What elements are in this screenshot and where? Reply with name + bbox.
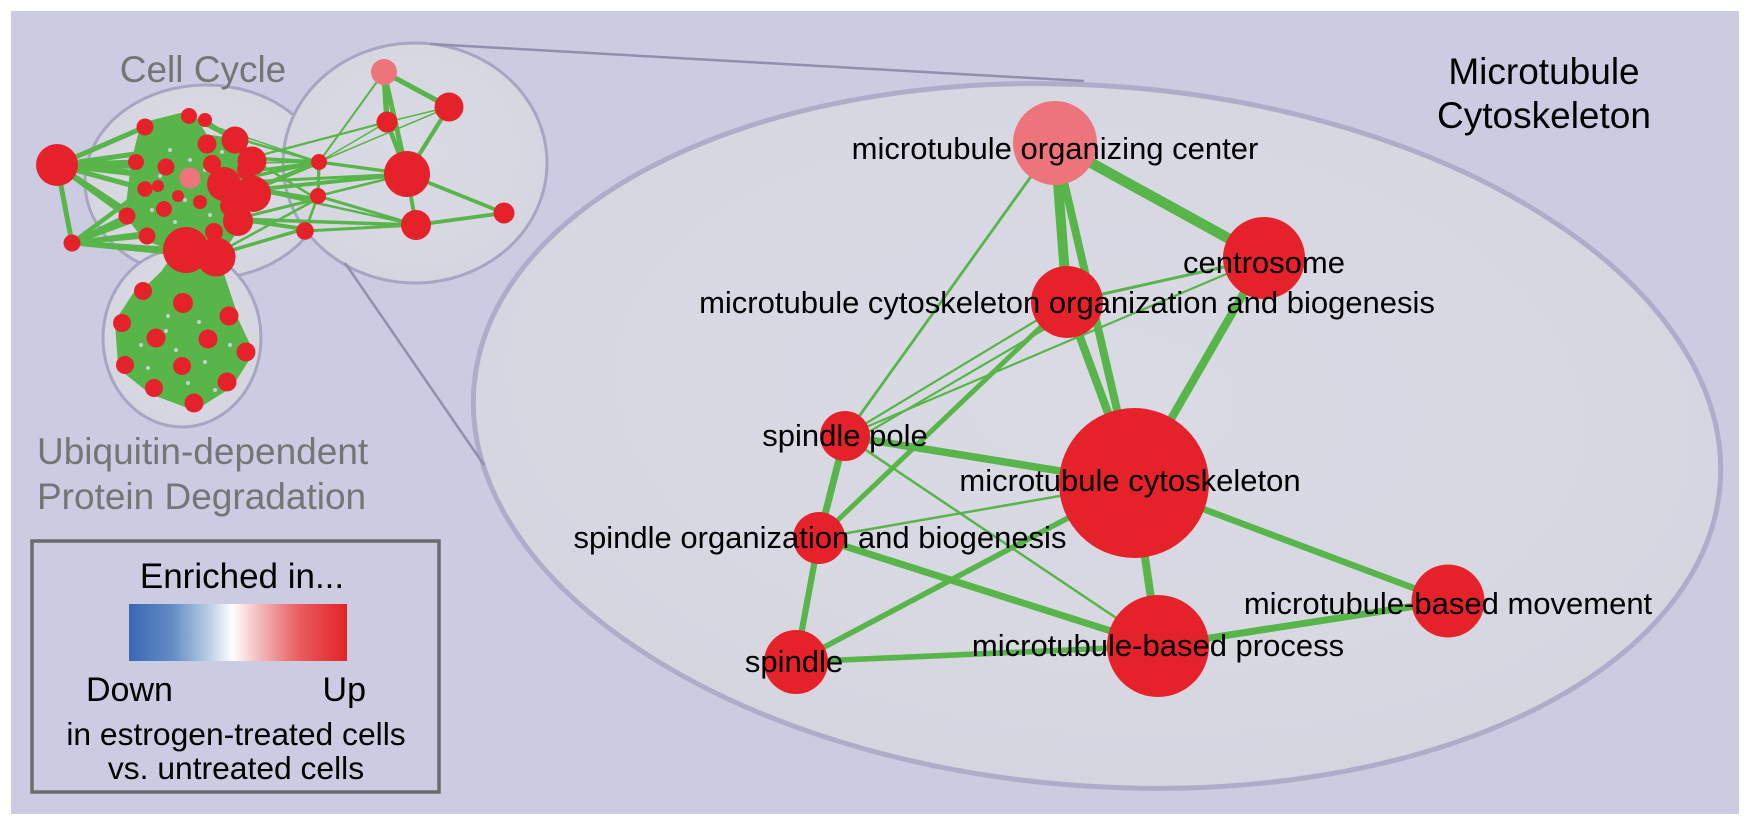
svg-text:vs. untreated cells: vs. untreated cells xyxy=(108,750,364,786)
svg-text:microtubule-based process: microtubule-based process xyxy=(972,628,1344,663)
svg-text:centrosome: centrosome xyxy=(1183,245,1345,280)
svg-text:spindle: spindle xyxy=(745,644,843,679)
svg-text:Cell Cycle: Cell Cycle xyxy=(120,49,287,90)
svg-text:spindle pole: spindle pole xyxy=(762,418,927,453)
svg-text:Cytoskeleton: Cytoskeleton xyxy=(1437,95,1651,136)
svg-text:Microtubule: Microtubule xyxy=(1448,51,1639,92)
svg-text:Up: Up xyxy=(323,671,366,709)
svg-text:spindle organization and bioge: spindle organization and biogenesis xyxy=(574,520,1067,555)
svg-text:microtubule cytoskeleton organ: microtubule cytoskeleton organization an… xyxy=(699,285,1435,320)
svg-text:Protein Degradation: Protein Degradation xyxy=(37,476,366,517)
svg-text:microtubule organizing center: microtubule organizing center xyxy=(852,131,1259,166)
svg-text:Ubiquitin-dependent: Ubiquitin-dependent xyxy=(37,431,369,472)
svg-text:in estrogen-treated cells: in estrogen-treated cells xyxy=(66,716,405,752)
svg-text:microtubule cytoskeleton: microtubule cytoskeleton xyxy=(959,463,1300,498)
svg-text:Enriched in...: Enriched in... xyxy=(140,557,344,596)
svg-text:Down: Down xyxy=(86,671,173,709)
svg-text:microtubule-based movement: microtubule-based movement xyxy=(1244,586,1653,621)
